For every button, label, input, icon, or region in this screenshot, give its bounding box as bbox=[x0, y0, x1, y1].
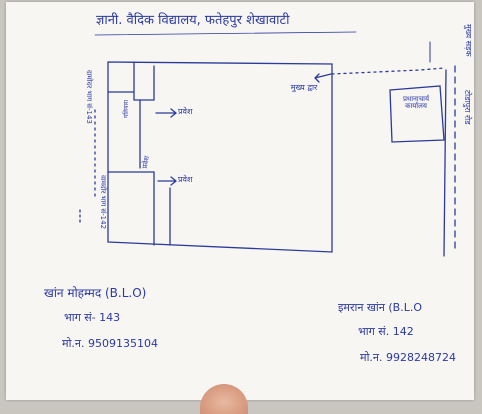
entrance-arrow-2 bbox=[157, 176, 178, 186]
blo-right-name: इमरान खांन (B.L.O bbox=[338, 301, 422, 314]
blo-left-mobile: मो.न. 9509135104 bbox=[62, 337, 159, 350]
room-142-partition bbox=[107, 171, 155, 246]
blo-left-name: खांन मोहम्मद (B.L.O) bbox=[44, 286, 147, 300]
dotted-boundary bbox=[331, 67, 446, 75]
blo-right-mobile: मो.न. 9928248724 bbox=[360, 351, 457, 364]
room-143-label: दामोदर भाग सं-143 bbox=[85, 70, 93, 124]
office-building-label: प्रधानाचार्य कार्यालय bbox=[402, 95, 430, 110]
room-142-label: वामदोर भाग सं-142 bbox=[99, 175, 107, 230]
document-paper bbox=[6, 2, 474, 400]
blo-left-part: भाग सं- 143 bbox=[64, 311, 121, 324]
compound-boundary bbox=[107, 61, 333, 253]
road-label-2: टोडापुरा रोड bbox=[463, 90, 472, 125]
room-143-partition bbox=[133, 61, 155, 101]
document-title: ज्ञानी. वैदिक विद्यालय, फतेहपुर शेखावाटी bbox=[96, 13, 290, 28]
road-line-left bbox=[443, 69, 447, 257]
corridor-label: गलियारा bbox=[123, 99, 130, 118]
title-underline bbox=[94, 31, 357, 36]
road-label: मुख्य सड़क bbox=[464, 24, 473, 57]
entrance-label-2: प्रवेश bbox=[178, 175, 193, 184]
entrance-arrow-1 bbox=[155, 108, 178, 118]
main-gate-label: मुख्य द्वार bbox=[290, 83, 318, 92]
entrance-label-1: प्रवेश bbox=[178, 107, 193, 116]
gate-arrow bbox=[314, 73, 332, 83]
office-building bbox=[389, 85, 445, 143]
blo-right-part: भाग सं. 142 bbox=[358, 325, 414, 338]
